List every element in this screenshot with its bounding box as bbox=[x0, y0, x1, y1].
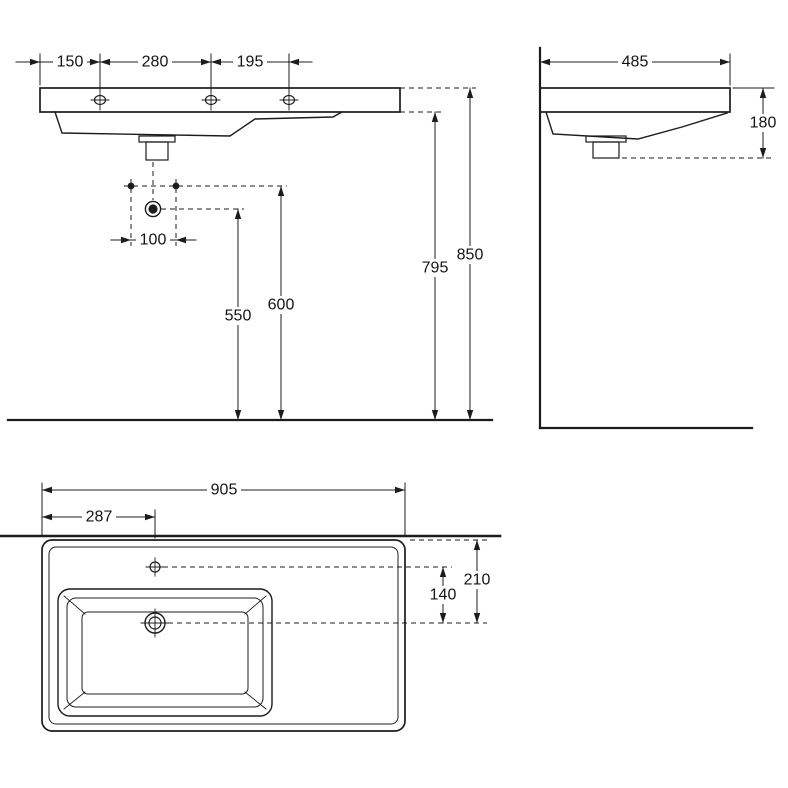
svg-text:287: 287 bbox=[86, 509, 113, 526]
svg-text:485: 485 bbox=[622, 54, 649, 71]
front-structure bbox=[6, 87, 494, 422]
tap-hole-plan bbox=[145, 557, 165, 577]
dimension-apron-height: 180 bbox=[622, 87, 780, 159]
dim-label-150: 150 bbox=[53, 53, 87, 71]
drain-plan bbox=[140, 608, 170, 638]
svg-text:195: 195 bbox=[237, 54, 264, 71]
dimension-fixing-hole-spacing: 100 bbox=[110, 231, 197, 249]
dim-label-210: 210 bbox=[460, 571, 494, 589]
svg-text:180: 180 bbox=[750, 115, 777, 132]
bowl-underside-profile bbox=[54, 111, 343, 137]
dimension-rim-height: 850 bbox=[453, 87, 487, 421]
dimension-fixing-hole-height: 600 bbox=[264, 185, 298, 421]
dimension-back-to-drain: 210 bbox=[460, 539, 494, 624]
dimension-underside-height: 795 bbox=[418, 111, 452, 421]
drain-fitting-body bbox=[145, 141, 169, 161]
front-view: 150 280 195 100 bbox=[6, 53, 494, 422]
dim-label-180: 180 bbox=[746, 114, 780, 132]
basin-plan-outline bbox=[41, 539, 406, 732]
svg-text:905: 905 bbox=[211, 482, 238, 499]
side-view: 485 180 bbox=[538, 46, 780, 430]
bowl-side-profile bbox=[545, 111, 728, 140]
front-construction-lines bbox=[124, 87, 476, 246]
dimension-tap-to-drain: 140 bbox=[426, 566, 460, 624]
bowl-plan-bottom bbox=[81, 611, 249, 695]
svg-text:280: 280 bbox=[142, 54, 169, 71]
drain-fitting-flange bbox=[138, 135, 176, 143]
drain-fitting-body-side bbox=[592, 141, 620, 159]
dimension-edge-to-drain: 287 bbox=[41, 508, 156, 539]
dim-label-795: 795 bbox=[418, 259, 452, 277]
svg-text:850: 850 bbox=[457, 247, 484, 264]
plan-construction-lines bbox=[163, 539, 487, 624]
svg-text:140: 140 bbox=[430, 587, 457, 604]
bowl-plan-contour bbox=[66, 597, 264, 708]
tap-hole-2 bbox=[201, 89, 221, 111]
dimension-width: 905 bbox=[41, 481, 406, 536]
svg-text:550: 550 bbox=[225, 308, 252, 325]
plan-view: 905 287 140 bbox=[0, 481, 502, 732]
dim-label-485: 485 bbox=[618, 53, 652, 71]
dim-label-100: 100 bbox=[136, 231, 170, 249]
dim-label-140: 140 bbox=[426, 586, 460, 604]
dimension-depth: 485 bbox=[539, 53, 731, 86]
tap-holes-front bbox=[90, 89, 299, 111]
dim-label-280: 280 bbox=[138, 53, 172, 71]
dimension-drain-height: 550 bbox=[221, 208, 255, 421]
bowl-plan-outline bbox=[57, 588, 273, 717]
dim-label-850: 850 bbox=[453, 246, 487, 264]
dim-label-600: 600 bbox=[264, 296, 298, 314]
dimension-tap-spacing: 150 280 195 bbox=[15, 53, 313, 92]
dim-label-905: 905 bbox=[207, 481, 241, 499]
drain-outlet-inner bbox=[148, 204, 158, 214]
plan-structure bbox=[0, 534, 502, 732]
basin-side-slab bbox=[539, 87, 731, 113]
fixing-hole-right bbox=[172, 182, 180, 190]
svg-text:100: 100 bbox=[140, 232, 167, 249]
svg-text:150: 150 bbox=[57, 54, 84, 71]
fixing-hole-left bbox=[127, 182, 135, 190]
fixings-front bbox=[127, 182, 180, 218]
dim-label-550: 550 bbox=[221, 307, 255, 325]
drain-outlet-outer bbox=[144, 200, 162, 218]
tap-hole-3 bbox=[279, 89, 299, 111]
tap-hole-1 bbox=[90, 89, 110, 111]
svg-text:210: 210 bbox=[464, 572, 491, 589]
svg-text:600: 600 bbox=[268, 297, 295, 314]
basin-top-slab bbox=[39, 87, 401, 113]
dim-label-195: 195 bbox=[233, 53, 267, 71]
basin-plan-rim bbox=[48, 546, 399, 725]
svg-text:795: 795 bbox=[422, 260, 449, 277]
side-structure bbox=[538, 46, 754, 430]
dim-label-287: 287 bbox=[82, 508, 116, 526]
